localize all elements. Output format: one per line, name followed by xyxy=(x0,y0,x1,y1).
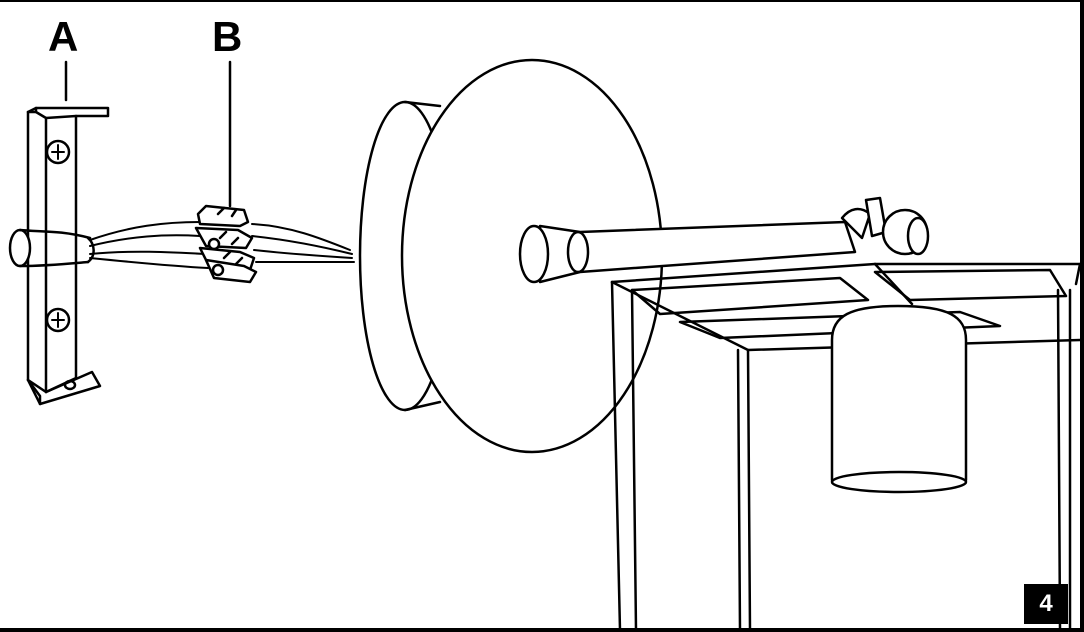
cable-sheath xyxy=(8,228,95,268)
wire-connector xyxy=(194,204,258,284)
step-number-badge: 4 xyxy=(1024,584,1068,624)
frame-top-edge xyxy=(0,0,1084,2)
callout-label-a: A xyxy=(48,13,79,60)
mounting-bracket xyxy=(26,106,110,406)
bulb xyxy=(830,304,968,494)
frame-right-edge xyxy=(1080,0,1084,632)
cage-shade xyxy=(610,262,1082,632)
wires xyxy=(89,221,355,269)
callout-label-b: B xyxy=(212,13,243,60)
frame-bottom-edge xyxy=(0,628,1084,632)
support-rod xyxy=(518,196,930,284)
